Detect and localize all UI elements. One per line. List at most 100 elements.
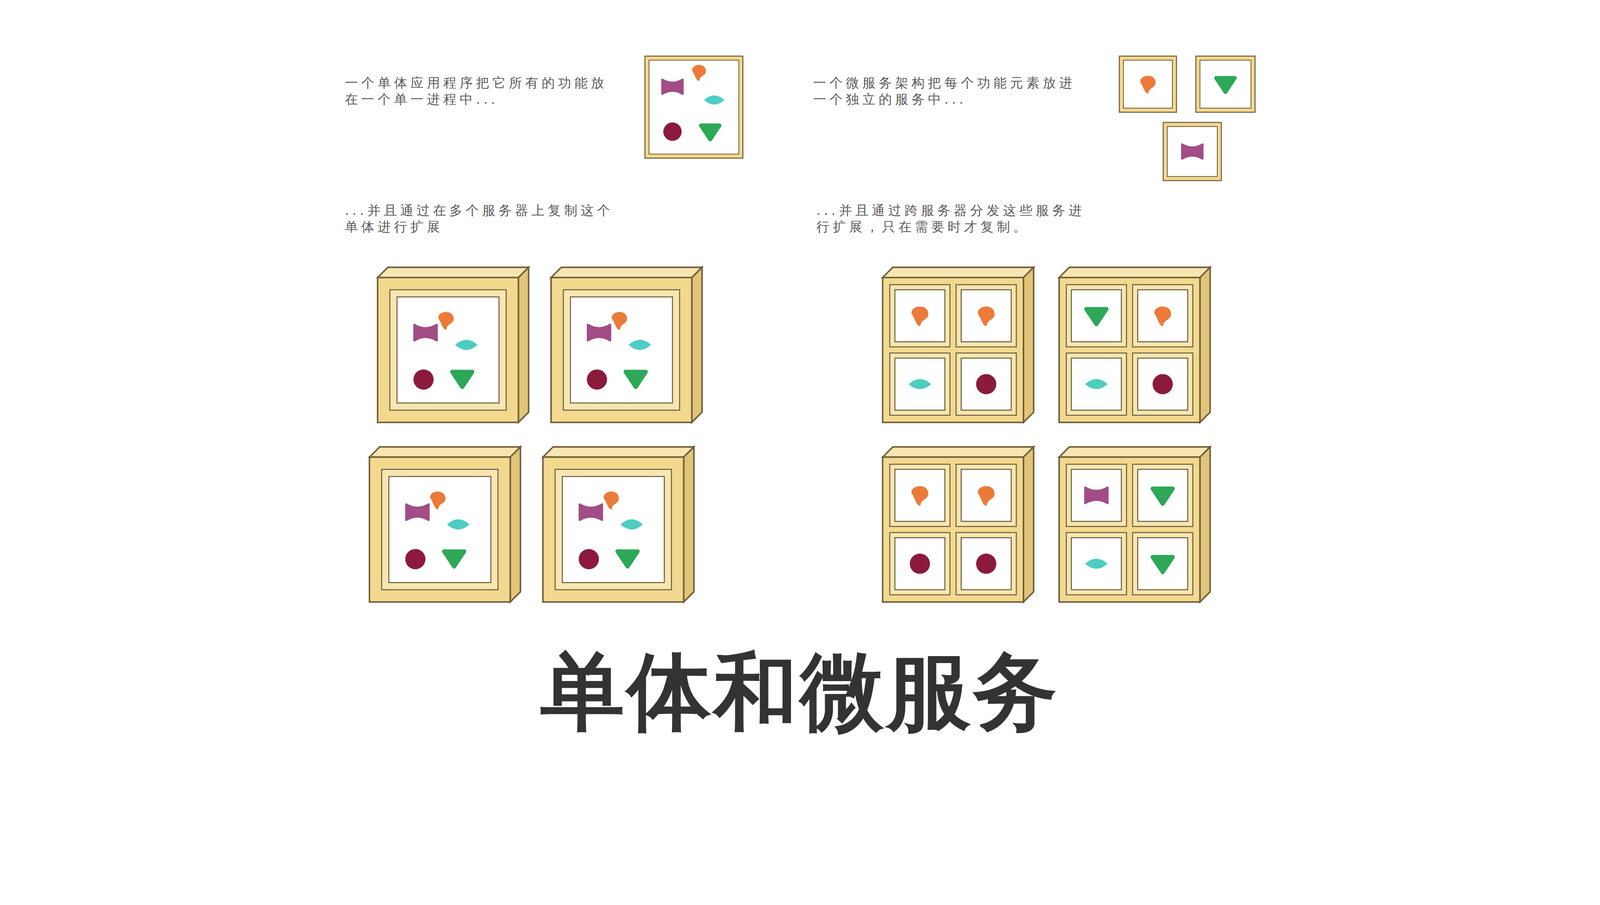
cell-inner xyxy=(1137,537,1188,590)
triangle-symbol xyxy=(1152,556,1173,573)
blob-symbol xyxy=(977,306,995,326)
triangle-symbol xyxy=(625,371,646,388)
circle-symbol xyxy=(975,553,997,574)
cell-frame xyxy=(889,284,951,347)
microservice xyxy=(1163,122,1222,181)
cell-inner xyxy=(1071,469,1122,522)
blob-symbol xyxy=(911,306,929,326)
diamond-symbol xyxy=(1084,558,1108,569)
cell-inner xyxy=(961,469,1012,522)
bowtie-symbol xyxy=(1084,487,1108,504)
server-top xyxy=(369,446,521,458)
server-side xyxy=(1023,446,1034,602)
bowtie-symbol xyxy=(662,79,683,94)
text-holder: 一个单体应用程序把它所有的功能放在一个单一进程中... xyxy=(344,74,616,108)
cell-frame xyxy=(889,353,951,416)
server-side xyxy=(691,267,702,423)
cell-inner xyxy=(894,537,945,590)
cell-frame xyxy=(1066,532,1127,595)
server-side xyxy=(1023,267,1034,423)
frame xyxy=(389,289,507,411)
circle-symbol xyxy=(1152,373,1173,395)
server-front xyxy=(882,277,1024,423)
server-side xyxy=(1199,446,1211,602)
note-text: ...并且通过跨服务器分发这些服务进行扩展，只在需要时才复制。 xyxy=(816,202,1088,235)
triangle-symbol xyxy=(1152,488,1173,504)
triangle-symbol xyxy=(1086,309,1107,325)
cell-frame xyxy=(1132,464,1193,527)
circle-symbol xyxy=(909,553,930,574)
frame-inner xyxy=(570,296,673,404)
note-text: ...并且通过在多个服务器上复制这个单体进行扩展 xyxy=(344,202,616,235)
frame xyxy=(1163,122,1222,181)
server xyxy=(551,267,702,423)
text-holder: 一个微服务架构把每个功能元素放进一个独立的服务中... xyxy=(813,74,1084,108)
cell-inner xyxy=(961,357,1012,411)
cell-frame xyxy=(956,353,1017,416)
server-front xyxy=(369,457,511,602)
triangle-symbol xyxy=(701,125,720,140)
server-front xyxy=(551,277,692,423)
frame-inner xyxy=(649,60,739,155)
bowtie-symbol xyxy=(406,504,429,520)
frame-inner xyxy=(396,296,500,404)
blob-symbol xyxy=(603,491,619,510)
text-holder: ...并且通过跨服务器分发这些服务进行扩展，只在需要时才复制。 xyxy=(816,202,1088,235)
cell-inner xyxy=(1137,289,1188,342)
circle-symbol xyxy=(578,549,599,570)
microservice xyxy=(1119,56,1177,113)
blob-symbol xyxy=(1154,306,1172,326)
triangle-symbol xyxy=(1216,77,1235,92)
blob-symbol xyxy=(692,64,707,81)
blob-symbol xyxy=(911,485,929,506)
bowtie-symbol xyxy=(414,324,437,341)
triangle-symbol xyxy=(452,371,473,388)
server-side xyxy=(1199,267,1211,423)
cell-frame xyxy=(889,532,951,595)
frame-inner xyxy=(1199,60,1251,109)
diamond-symbol xyxy=(908,378,932,390)
title: 单体和微服务 xyxy=(0,645,1600,739)
server-front xyxy=(1059,457,1200,602)
cell-inner xyxy=(1071,357,1122,411)
server xyxy=(542,446,694,602)
cell-inner xyxy=(894,289,945,342)
cell-frame xyxy=(1132,353,1193,416)
server xyxy=(882,446,1034,602)
diamond-symbol xyxy=(628,339,652,351)
cell-frame xyxy=(1066,284,1127,347)
frame-inner xyxy=(388,476,491,583)
bowtie-symbol xyxy=(1182,144,1203,159)
server-top xyxy=(882,446,1034,458)
text-holder: ...并且通过在多个服务器上复制这个单体进行扩展 xyxy=(344,202,616,235)
frame xyxy=(645,56,744,159)
diamond-symbol xyxy=(620,519,643,530)
cell-frame xyxy=(956,464,1017,527)
diamond-symbol xyxy=(455,339,478,351)
server-top xyxy=(1059,267,1211,278)
cell-inner xyxy=(1071,537,1122,590)
frame xyxy=(1195,56,1255,113)
server-top xyxy=(377,267,529,278)
diamond-symbol xyxy=(1084,378,1108,390)
circle-symbol xyxy=(405,549,426,570)
monolith-app xyxy=(645,56,744,159)
bowtie-symbol xyxy=(587,324,611,341)
server xyxy=(1059,446,1211,602)
server-top xyxy=(551,267,702,278)
cell-frame xyxy=(1066,353,1127,416)
note-text: 一个单体应用程序把它所有的功能放在一个单一进程中... xyxy=(344,74,616,108)
circle-symbol xyxy=(975,373,997,395)
cell-frame xyxy=(1132,532,1193,595)
cell-inner xyxy=(1071,289,1122,342)
text-holder: 单体和微服务 xyxy=(0,645,1600,739)
server xyxy=(882,267,1034,423)
circle-symbol xyxy=(586,369,607,390)
cell-frame xyxy=(956,284,1017,347)
server-side xyxy=(683,446,694,602)
frame xyxy=(555,469,672,591)
frame xyxy=(381,469,499,591)
diamond-symbol xyxy=(704,95,725,105)
cell-frame xyxy=(1132,284,1193,347)
